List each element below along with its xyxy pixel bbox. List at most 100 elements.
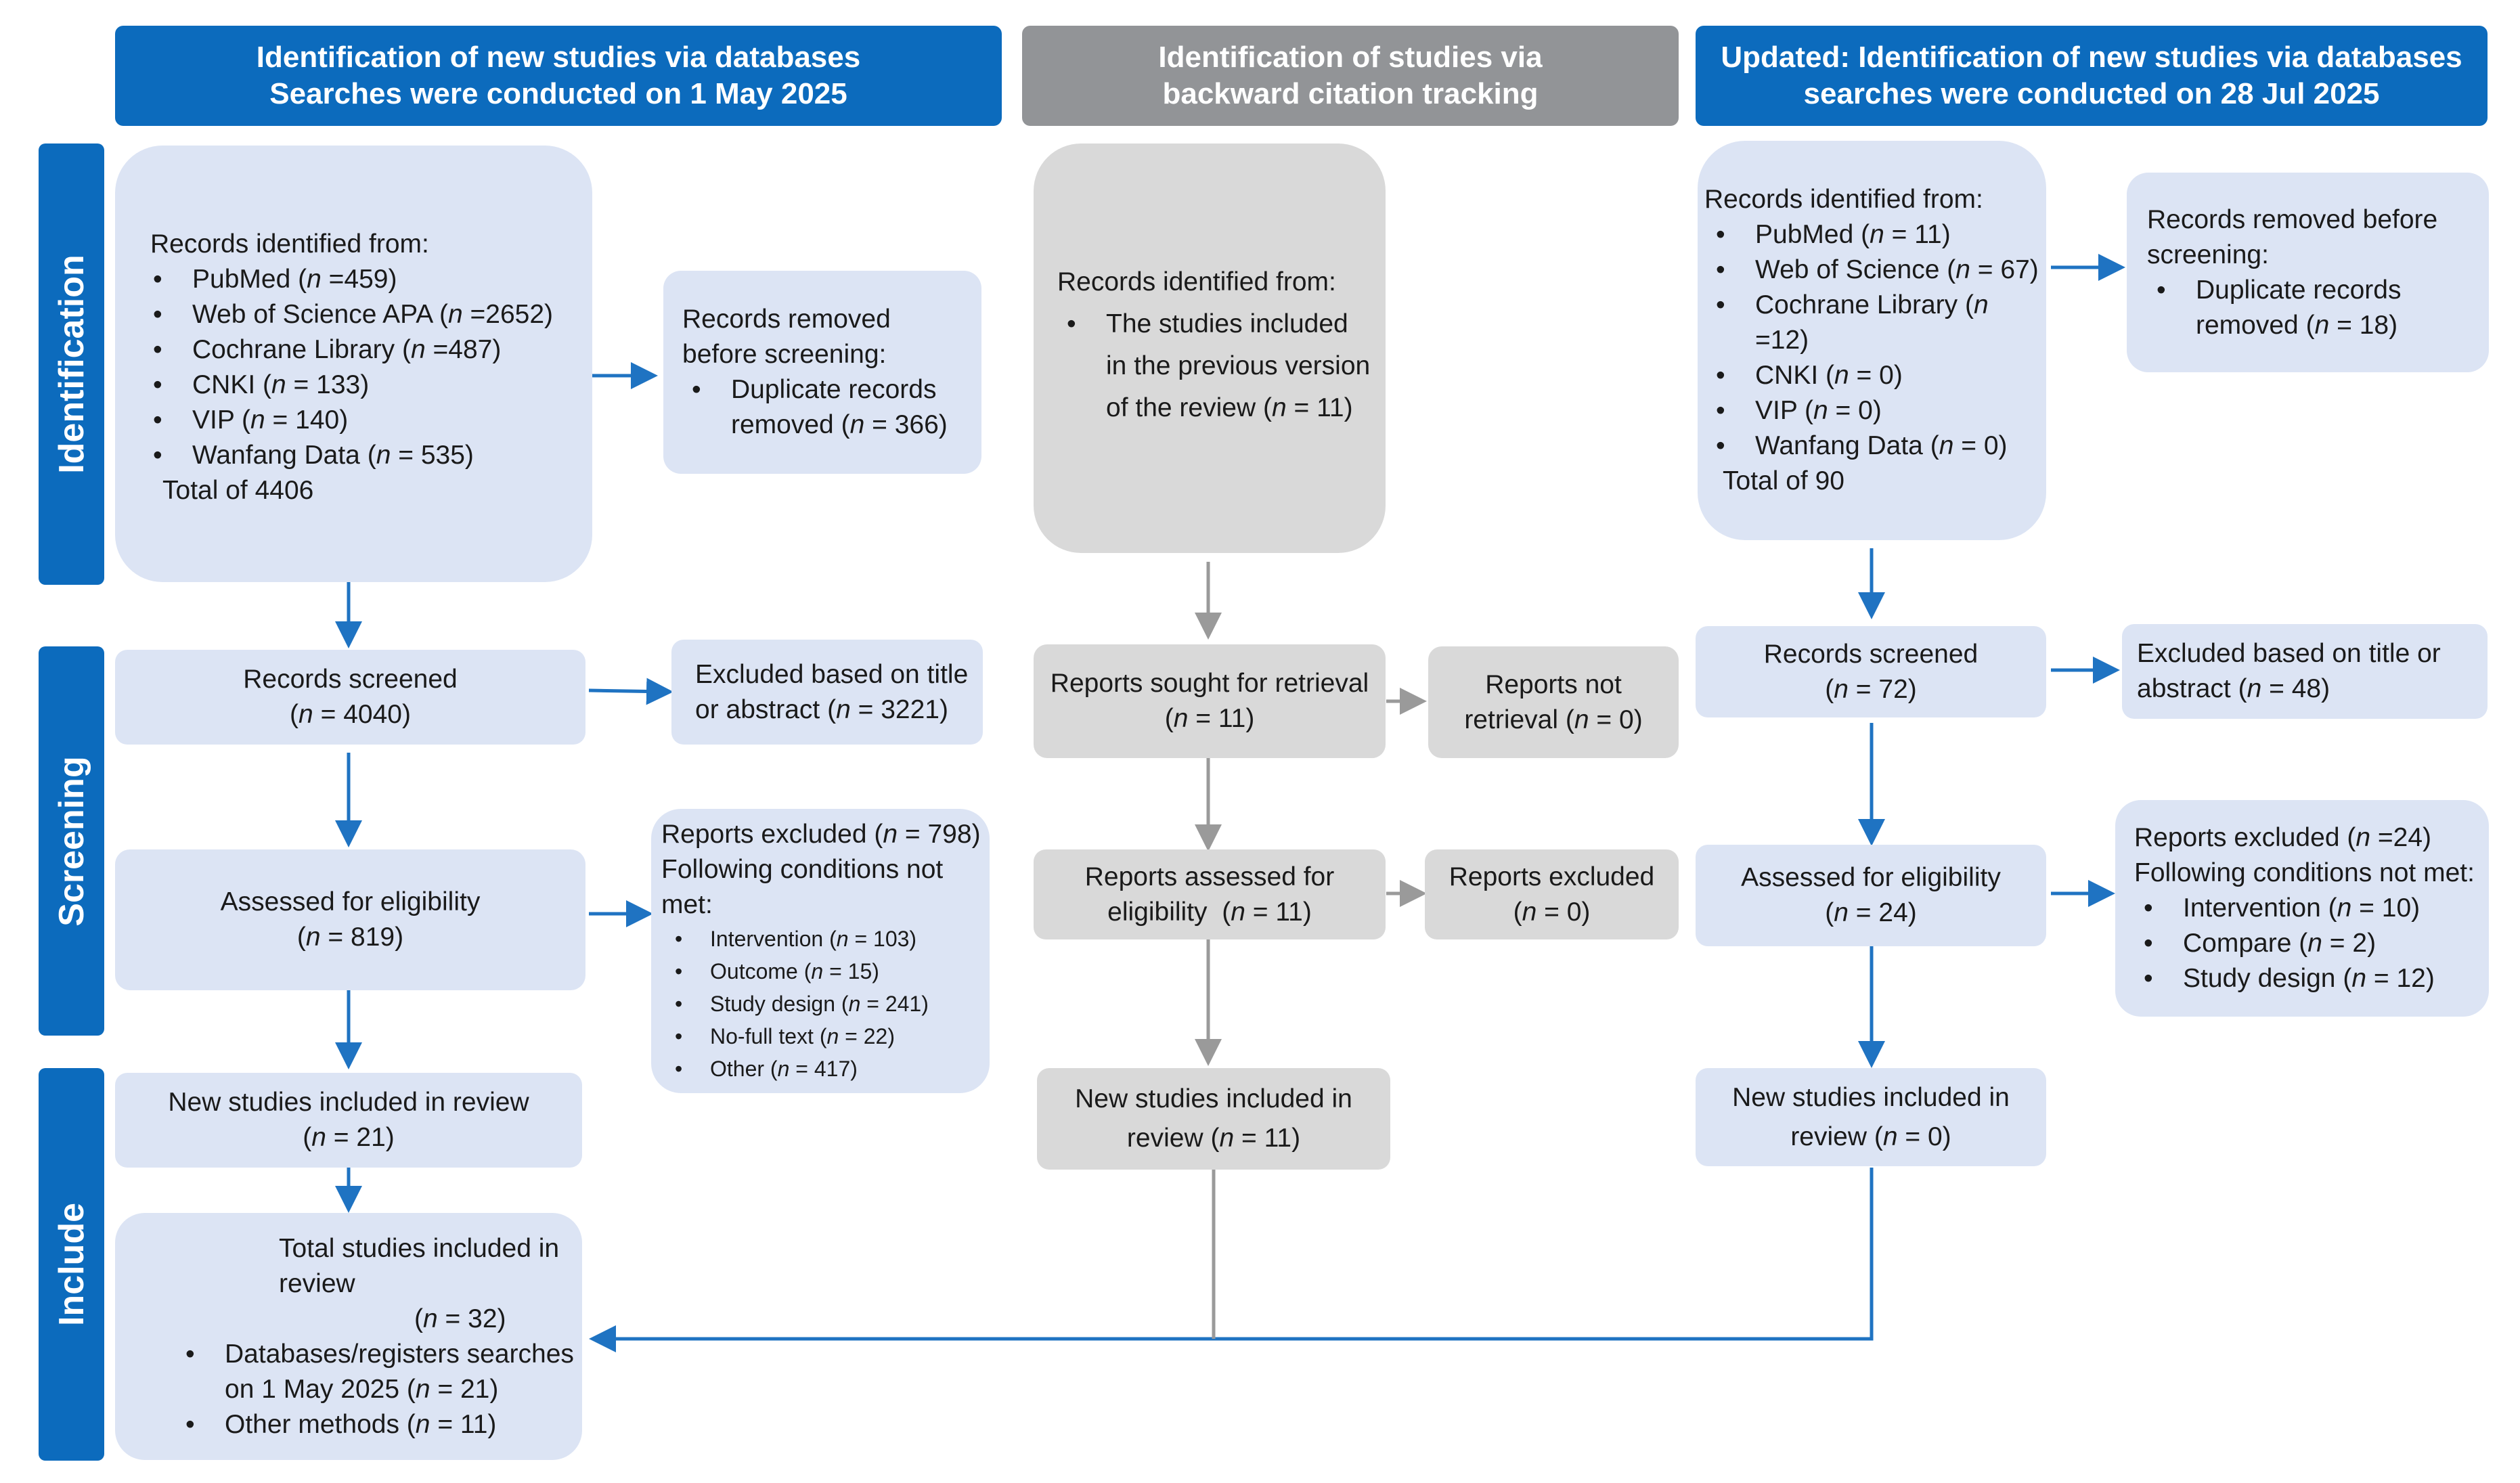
header-line: Identification of studies via	[1158, 41, 1543, 74]
excluded-reason: Outcome (n = 15)	[675, 955, 990, 988]
removed-title: Records removed	[682, 305, 891, 334]
c3-records-removed: Records removed before screening: Duplic…	[2127, 173, 2489, 372]
screened-label: Records screened	[243, 665, 458, 694]
records-item: Web of Science (n = 67)	[1716, 252, 2046, 288]
removed-title: before screening:	[682, 340, 887, 369]
excluded-count: or abstract (n = 3221)	[695, 694, 948, 724]
header-new-studies-databases: Identification of new studies via databa…	[115, 26, 1002, 126]
excluded-reason: Compare (n = 2)	[2144, 926, 2489, 961]
new-included-count: review (n = 0)	[1790, 1122, 1951, 1151]
records-title: Records identified from:	[1704, 185, 1983, 214]
records-title: Records identified from:	[1057, 267, 1336, 296]
c3-assessed-eligibility: Assessed for eligibility (n = 24)	[1696, 845, 2046, 946]
records-title: Records identified from:	[150, 229, 429, 259]
excluded-label: Excluded based on title or	[2137, 639, 2441, 668]
c2-reports-sought: Reports sought for retrieval (n = 11)	[1034, 644, 1386, 758]
excluded-reason: Intervention (n = 10)	[2144, 891, 2489, 926]
header-line: Updated: Identification of new studies v…	[1721, 41, 2462, 74]
eligibility-label: Assessed for eligibility	[1741, 863, 2001, 892]
assessed-label: Reports assessed for	[1084, 862, 1335, 891]
excluded-reason: No-full text (n = 22)	[675, 1020, 990, 1053]
c3-records-screened: Records screened (n = 72)	[1696, 626, 2046, 717]
new-included-label: New studies included in	[1075, 1084, 1352, 1113]
records-item: PubMed (n =459)	[153, 262, 592, 297]
header-updated-databases: Updated: Identification of new studies v…	[1696, 26, 2488, 126]
c1-records-removed: Records removed before screening: Duplic…	[663, 271, 981, 474]
records-item: Wanfang Data (n = 535)	[153, 438, 592, 473]
screened-label: Records screened	[1763, 639, 1979, 669]
records-total: Total of 4406	[162, 475, 314, 505]
stage-label: Screening	[51, 755, 91, 927]
c2-reports-assessed: Reports assessed for eligibility (n = 11…	[1034, 849, 1386, 939]
c1-reports-excluded: Reports excluded (n = 798) Following con…	[651, 809, 990, 1093]
new-included-label: New studies included in review	[168, 1088, 529, 1117]
excluded-reason: Study design (n = 241)	[675, 988, 990, 1020]
sought-count: (n = 11)	[1164, 704, 1255, 733]
c3-excluded-title-abstract: Excluded based on title or abstract (n =…	[2122, 624, 2488, 719]
stage-label: Identification	[51, 254, 91, 474]
eligibility-label: Assessed for eligibility	[220, 887, 481, 916]
eligibility-count: (n = 24)	[1825, 898, 1917, 927]
removed-title: Records removed before	[2147, 204, 2438, 234]
reports-excluded-sub: Following conditions not met:	[661, 855, 944, 919]
records-item: CNKI (n = 133)	[153, 368, 592, 403]
records-item: VIP (n = 140)	[153, 403, 592, 438]
excluded-reason: Intervention (n = 103)	[675, 923, 990, 955]
records-item: Web of Science APA (n =2652)	[153, 297, 592, 332]
c1-total-studies-included: Total studies included in review (n = 32…	[115, 1213, 582, 1460]
c1-assessed-eligibility: Assessed for eligibility (n = 819)	[115, 849, 585, 990]
reports-excluded-sub: Following conditions not met:	[2134, 858, 2475, 887]
sought-label: Reports sought for retrieval	[1050, 669, 1369, 698]
excluded-count: abstract (n = 48)	[2137, 674, 2330, 703]
assessed-count: eligibility (n = 11)	[1107, 897, 1312, 927]
arrow-c1-screened-to-excluded	[588, 678, 673, 705]
stage-include: Include	[39, 1068, 104, 1461]
header-line: Searches were conducted on 1 May 2025	[269, 77, 847, 110]
removed-title: screening:	[2147, 240, 2269, 269]
stage-screening: Screening	[39, 646, 104, 1036]
new-included-label: New studies included in	[1732, 1082, 2010, 1112]
reports-excluded-title: Reports excluded (n = 798)	[661, 820, 981, 849]
total-item: Other methods (n = 11)	[185, 1407, 582, 1442]
c2-reports-excluded: Reports excluded (n = 0)	[1425, 849, 1679, 939]
c1-records-screened: Records screened (n = 4040)	[115, 650, 585, 745]
records-item: Wanfang Data (n = 0)	[1716, 428, 2046, 464]
total-count: (n = 32)	[414, 1304, 506, 1333]
excluded-reason: Study design (n = 12)	[2144, 961, 2489, 996]
screened-count: (n = 4040)	[290, 700, 411, 729]
excluded-reason: Other (n = 417)	[675, 1053, 990, 1085]
header-citation-tracking: Identification of studies via backward c…	[1022, 26, 1679, 126]
stage-label: Include	[51, 1202, 91, 1327]
records-total: Total of 90	[1723, 466, 1844, 495]
records-item: VIP (n = 0)	[1716, 393, 2046, 428]
total-title: Total studies included in review	[279, 1233, 560, 1298]
c3-new-studies-included: New studies included in review (n = 0)	[1696, 1068, 2046, 1166]
c1-new-studies-included: New studies included in review (n = 21)	[115, 1073, 582, 1168]
c2-records-identified: Records identified from: The studies inc…	[1034, 143, 1386, 553]
arrow-c3-new-to-total	[589, 1168, 1874, 1352]
c1-excluded-title-abstract: Excluded based on title or abstract (n =…	[671, 640, 983, 745]
excluded-label: Excluded based on title	[695, 659, 969, 689]
c2-excluded-count: (n = 0)	[1513, 897, 1591, 927]
reports-excluded-title: Reports excluded (n =24)	[2134, 823, 2432, 852]
records-item: CNKI (n = 0)	[1716, 358, 2046, 393]
c2-excluded-label: Reports excluded	[1449, 862, 1655, 891]
header-line: Identification of new studies via databa…	[256, 41, 861, 74]
c2-reports-not-retrieval: Reports not retrieval (n = 0)	[1428, 646, 1679, 758]
new-included-count: (n = 21)	[303, 1123, 395, 1152]
stage-identification: Identification	[39, 143, 104, 585]
records-item: Cochrane Library (n =12)	[1716, 288, 2046, 358]
c3-records-identified: Records identified from: PubMed (n = 11)…	[1698, 141, 2046, 540]
new-included-count: review (n = 11)	[1126, 1124, 1301, 1153]
records-item: Cochrane Library (n =487)	[153, 332, 592, 368]
c1-records-identified: Records identified from: PubMed (n =459)…	[115, 146, 592, 582]
not-retrieval-count: retrieval (n = 0)	[1464, 705, 1643, 734]
screened-count: (n = 72)	[1825, 674, 1917, 704]
records-item: PubMed (n = 11)	[1716, 217, 2046, 252]
c3-reports-excluded: Reports excluded (n =24) Following condi…	[2115, 800, 2489, 1017]
header-line: searches were conducted on 28 Jul 2025	[1803, 77, 2380, 110]
